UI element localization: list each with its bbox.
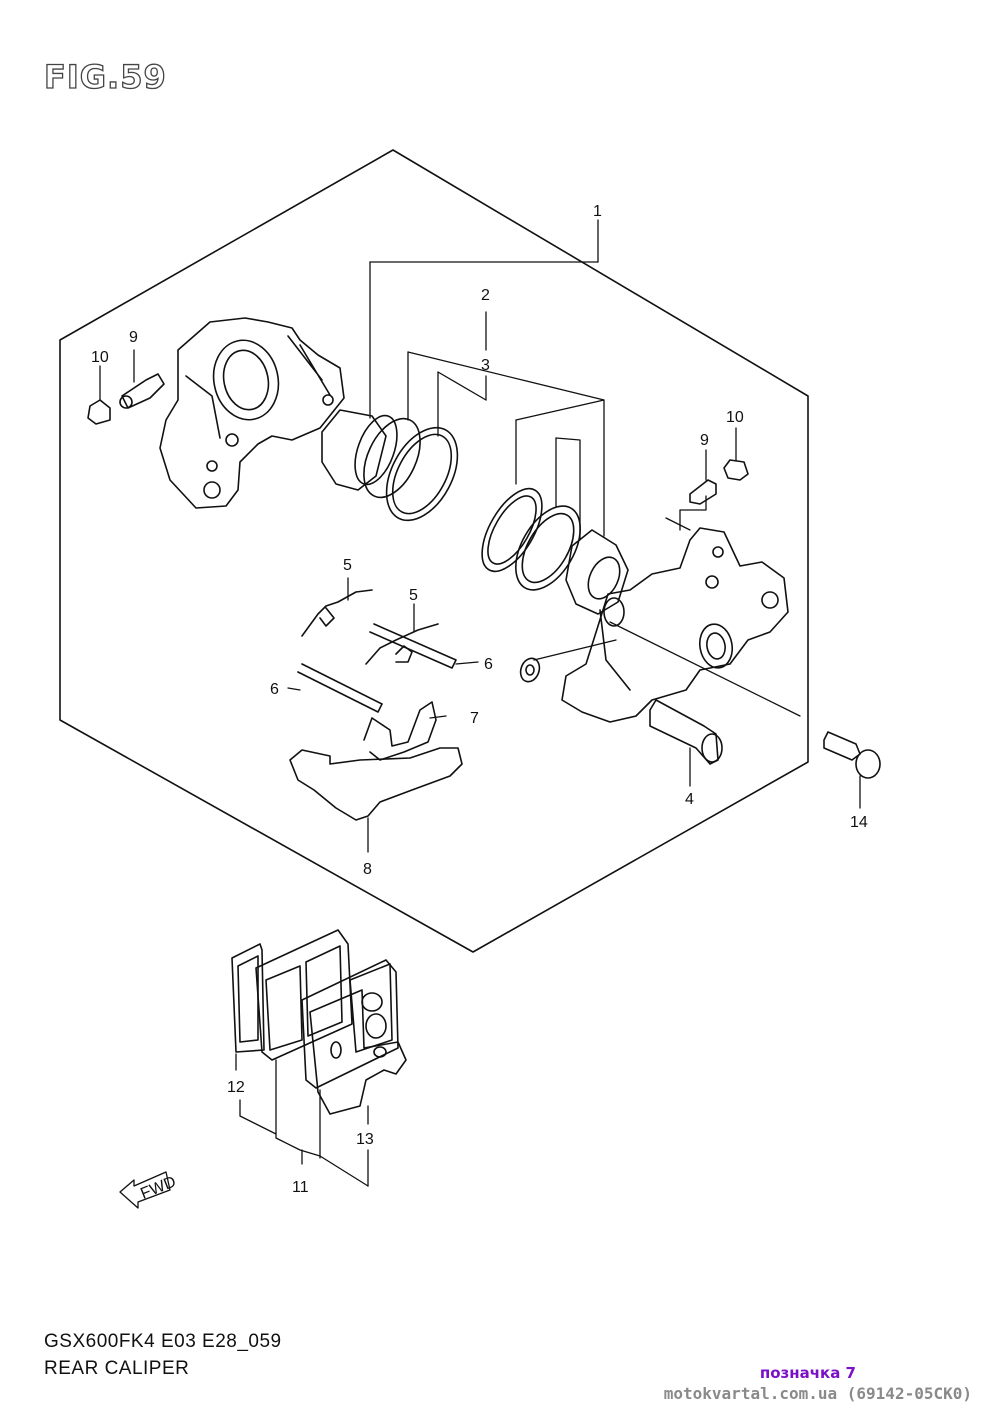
brake-pad-2	[301, 959, 399, 1089]
model-code: GSX600FK4 E03 E28_059	[44, 1331, 282, 1352]
callout-6: 6	[270, 681, 279, 698]
bleeder-valve	[689, 479, 717, 505]
callout-8: 8	[363, 861, 372, 878]
pad-pin	[297, 663, 383, 713]
callout-12: 12	[227, 1079, 245, 1096]
pad-spring	[365, 623, 439, 665]
forward-arrow-icon: FWD	[119, 1171, 178, 1209]
callout-10: 10	[726, 409, 744, 426]
note-label: позначка 7	[759, 1364, 856, 1382]
caliper-bolt	[649, 699, 723, 765]
callout-13: 13	[356, 1131, 374, 1148]
callout-11: 11	[292, 1179, 309, 1196]
callout-6: 6	[484, 656, 493, 673]
callout-9: 9	[700, 432, 709, 449]
callout-4: 4	[685, 791, 694, 808]
callout-5: 5	[343, 557, 352, 574]
part-group-name: REAR CALIPER	[44, 1358, 190, 1379]
anti-rattle-clip	[363, 701, 437, 761]
bleeder-valve	[119, 373, 165, 409]
callout-3: 3	[481, 357, 490, 374]
piston-seal-right	[515, 505, 581, 591]
mounting-bolt	[823, 731, 881, 779]
callout-1: 1	[593, 203, 602, 220]
leader-lines	[99, 219, 861, 1187]
figure-title: FIG.59	[43, 57, 167, 96]
callout-14: 14	[850, 814, 868, 831]
dust-seal-right	[481, 487, 543, 573]
callout-2: 2	[481, 287, 490, 304]
callout-7: 7	[470, 710, 479, 727]
callout-5: 5	[409, 587, 418, 604]
brake-pad-shim-outer	[231, 943, 265, 1053]
pad-spring	[301, 589, 373, 637]
callout-9: 9	[129, 329, 138, 346]
caliper-half-left	[159, 317, 345, 509]
pad-shim	[289, 747, 463, 821]
pad-pin	[369, 623, 457, 669]
brake-pad-1	[255, 929, 353, 1061]
bleeder-cap	[87, 399, 111, 425]
callout-10: 10	[91, 349, 109, 366]
washer	[519, 657, 541, 683]
brake-pad-shim-inner	[309, 989, 407, 1115]
piston-right	[565, 529, 629, 615]
forward-arrow-label: FWD	[138, 1173, 178, 1202]
watermark: motokvartal.com.ua (69142-05CK0)	[663, 1384, 972, 1403]
piston	[321, 409, 398, 491]
assembly-boundary	[59, 149, 809, 953]
bleeder-cap	[723, 459, 749, 481]
dust-seal	[385, 426, 459, 522]
piston-seal	[363, 417, 421, 499]
caliper-half-right	[561, 527, 789, 723]
